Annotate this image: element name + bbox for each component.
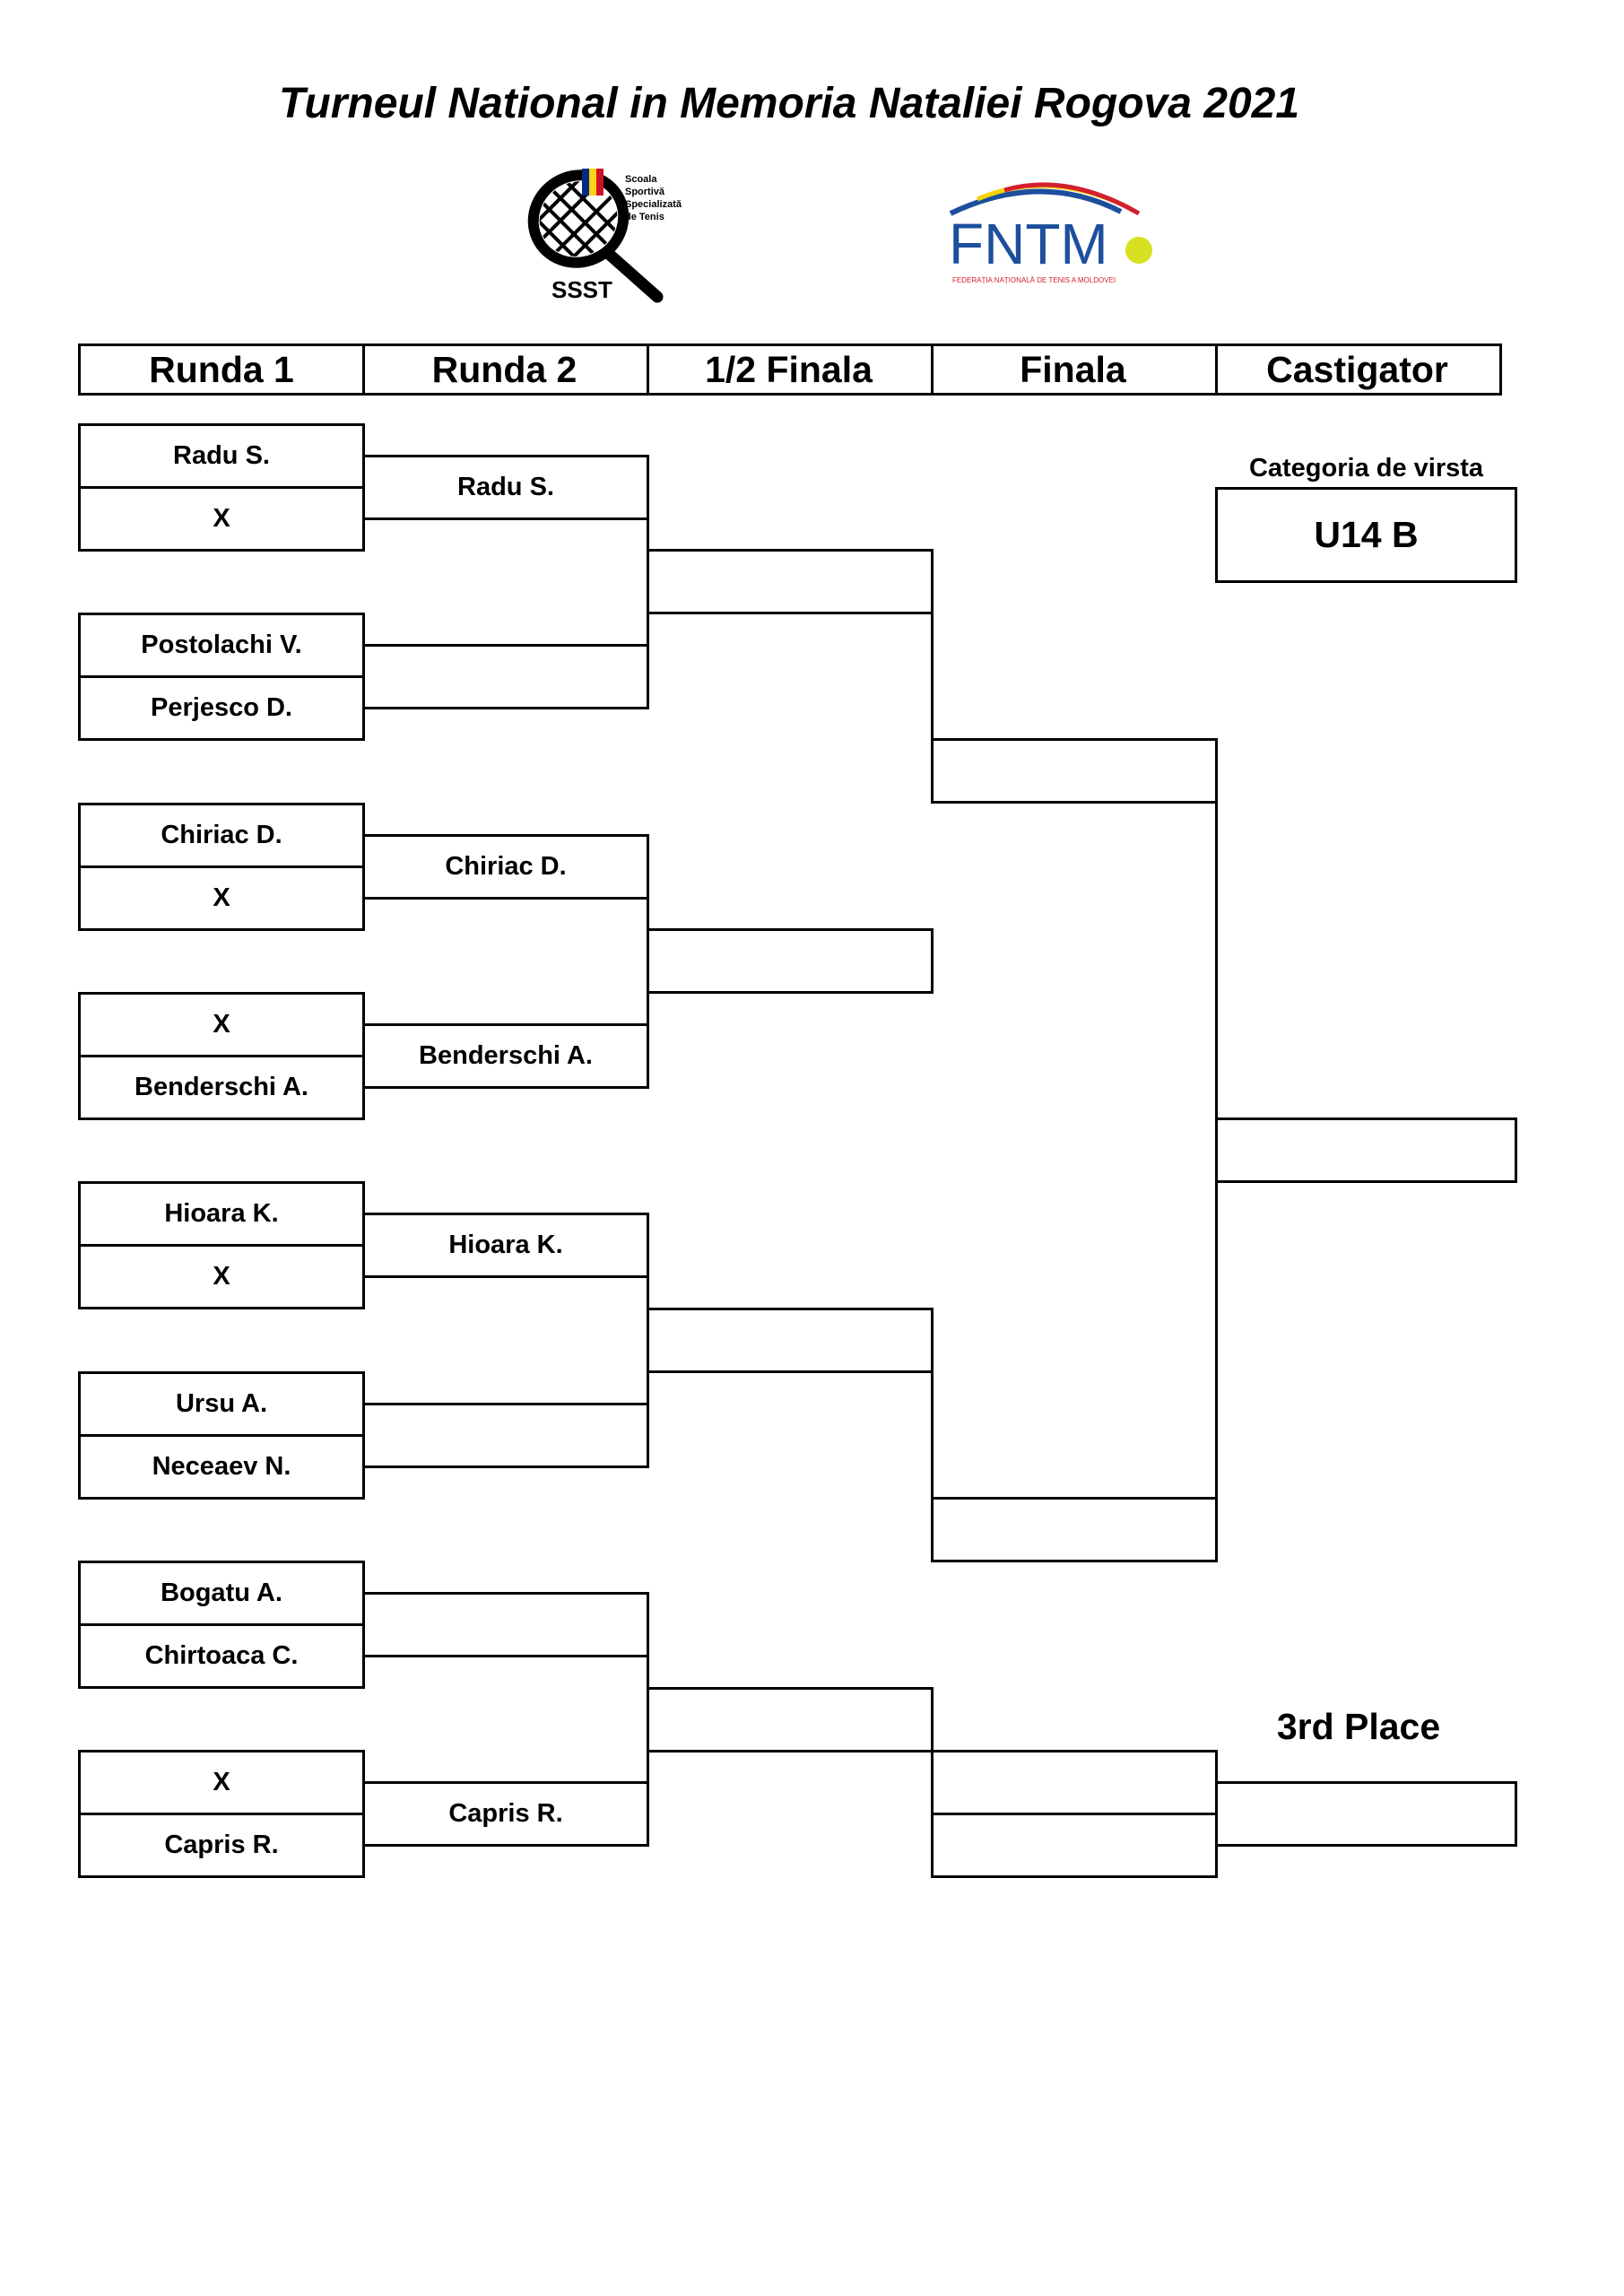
header-round1: Runda 1 xyxy=(78,344,365,396)
bracket-connector xyxy=(931,613,934,740)
round1-slot: X xyxy=(78,1244,365,1309)
round2-slot xyxy=(362,1403,649,1468)
third-place-slot xyxy=(931,1813,1218,1878)
round2-slot: Hioara K. xyxy=(362,1213,649,1278)
tennis-ball-icon xyxy=(1125,237,1152,264)
round1-slot: X xyxy=(78,865,365,931)
page-title: Turneul National in Memoria Nataliei Rog… xyxy=(278,80,1300,127)
round1-slot: Neceaev N. xyxy=(78,1434,365,1500)
round2-slot: Radu S. xyxy=(362,455,649,520)
bracket-connector xyxy=(647,1657,649,1783)
round1-slot: X xyxy=(78,486,365,552)
round1-slot: Bogatu A. xyxy=(78,1561,365,1626)
round1-slot: Ursu A. xyxy=(78,1371,365,1437)
bracket-connector xyxy=(647,1277,649,1404)
round1-slot: Benderschi A. xyxy=(78,1055,365,1120)
round1-slot: Radu S. xyxy=(78,423,365,489)
bracket-connector xyxy=(647,519,649,646)
fntm-logo-text: FNTM xyxy=(949,212,1108,276)
round1-slot: Chiriac D. xyxy=(78,803,365,868)
svg-text:Scoala Sportivă Sp: Scoala Sportivă Specializată de Tenis xyxy=(625,174,684,222)
round2-slot xyxy=(362,1592,649,1657)
round2-slot: Chiriac D. xyxy=(362,834,649,900)
winner-slot xyxy=(1215,1118,1517,1183)
bracket-connector xyxy=(931,1372,934,1499)
round1-slot: Postolachi V. xyxy=(78,613,365,678)
round1-slot: X xyxy=(78,1750,365,1815)
round1-slot: Perjesco D. xyxy=(78,675,365,741)
bracket-connector xyxy=(647,899,649,1025)
round2-slot: Benderschi A. xyxy=(362,1023,649,1089)
semifinal-slot xyxy=(647,928,934,994)
semifinal-slot xyxy=(647,1687,934,1752)
header-semifinal: 1/2 Finala xyxy=(647,344,934,396)
round2-slot: Capris R. xyxy=(362,1781,649,1847)
final-slot xyxy=(931,738,1218,804)
header-round2: Runda 2 xyxy=(362,344,649,396)
semifinal-slot xyxy=(647,549,934,614)
third-place-slot xyxy=(931,1750,1218,1815)
bracket-connector xyxy=(1215,803,1218,1499)
header-final: Finala xyxy=(931,344,1218,396)
header-winner: Castigator xyxy=(1215,344,1502,396)
third-place-label: 3rd Place xyxy=(1276,1706,1441,1747)
round1-slot: Capris R. xyxy=(78,1813,365,1878)
round1-slot: Chirtoaca C. xyxy=(78,1623,365,1689)
final-slot xyxy=(931,1497,1218,1562)
category-label: Categoria de virsta xyxy=(1248,454,1484,483)
ssst-logo-text: SSST xyxy=(551,276,612,303)
round2-slot xyxy=(362,644,649,709)
fntm-logo: FNTM FEDERAȚIA NAȚIONALĂ DE TENIS A MOLD… xyxy=(942,178,1157,294)
bracket-connector xyxy=(931,1752,934,1814)
semifinal-slot xyxy=(647,1308,934,1373)
round1-slot: Hioara K. xyxy=(78,1181,365,1247)
ssst-logo: SSST Scoala Sportivă Specializată de Ten… xyxy=(525,167,704,309)
svg-text:FEDERAȚIA NAȚIONALĂ DE TENIS A: FEDERAȚIA NAȚIONALĂ DE TENIS A MOLDOVEI xyxy=(952,276,1116,284)
category-value: U14 B xyxy=(1215,487,1517,583)
round1-slot: X xyxy=(78,992,365,1057)
third-place-result xyxy=(1215,1781,1517,1847)
